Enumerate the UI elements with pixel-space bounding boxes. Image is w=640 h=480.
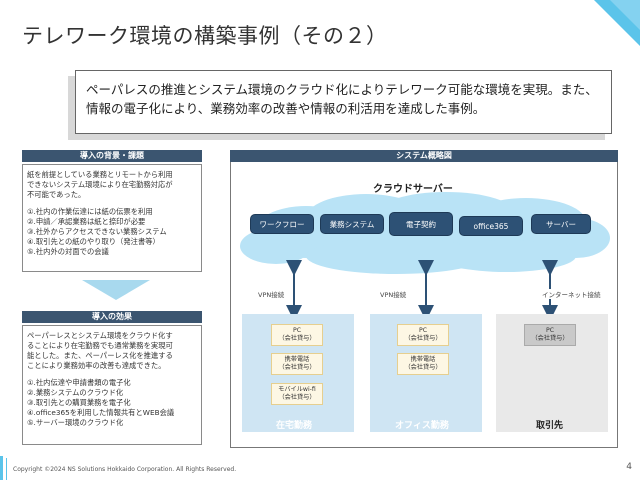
device-note: （会社貸与） xyxy=(278,394,316,401)
page-title: テレワーク環境の構築事例（その２） xyxy=(22,24,388,48)
zone-label-partner: 取引先 xyxy=(536,421,564,431)
effects-item: ⑤.サーバー環境のクラウド化 xyxy=(27,418,124,427)
down-arrow-icon xyxy=(82,280,150,300)
background-item: ①.社内の作業伝達には紙の伝票を利用 xyxy=(27,207,153,216)
device-note: （会社貸与） xyxy=(404,364,442,371)
background-text-1: 紙を前提としている業務とリモートから利用 xyxy=(27,170,173,179)
device-pc: PC （会社貸与） xyxy=(271,324,323,346)
effects-header: 導入の効果 xyxy=(22,311,202,323)
copyright-text: Copyright ©2024 NS Solutions Hokkaido Co… xyxy=(13,466,237,473)
effects-item: ③.取引先との購買業務を電子化 xyxy=(27,398,131,407)
connection-label-vpn-home: VPN接続 xyxy=(258,291,285,299)
effects-text-1: ペーパーレスとシステム環境をクラウド化す xyxy=(27,331,173,340)
effects-text-4: ことにより業務効率の改善も達成できた。 xyxy=(27,361,166,370)
background-text-2: できないシステム環境により在宅勤務対応が xyxy=(27,180,173,189)
device-pc: PC （会社貸与） xyxy=(397,324,449,346)
background-item: ③.社外からアクセスできない業務システム xyxy=(27,227,167,236)
device-note: （会社貸与） xyxy=(278,335,316,342)
background-header: 導入の背景・課題 xyxy=(22,150,202,162)
zone-label-remote: 在宅勤務 xyxy=(276,421,313,431)
cloud-server-title: クラウドサーバー xyxy=(373,184,453,195)
device-name: PC xyxy=(418,327,428,334)
service-business-system: 業務システム xyxy=(320,214,384,234)
background-text-3: 不可能であった。 xyxy=(27,190,86,199)
summary-box: ペーパレスの推進とシステム環境のクラウド化によりテレワーク可能な環境を実現。また… xyxy=(75,70,612,134)
service-e-contract: 電子契約 xyxy=(389,212,453,236)
device-name: 携帯電話 xyxy=(410,356,436,363)
footer-accent-bar xyxy=(0,456,3,480)
service-server: サーバー xyxy=(531,214,591,234)
effects-text-2: ることにより在宅勤務でも通常業務を実現可 xyxy=(27,341,173,350)
zone-label-office: オフィス勤務 xyxy=(395,421,449,431)
device-mobile-phone: 携帯電話 （会社貸与） xyxy=(397,353,449,375)
summary-line-1: ペーパレスの推進とシステム環境のクラウド化によりテレワーク可能な環境を実現。また… xyxy=(86,82,598,97)
effects-text-3: 能とした。また、ペーパーレス化を推進する xyxy=(27,351,173,360)
device-name: モバイルwi-fi xyxy=(278,386,316,393)
system-header: システム概略図 xyxy=(230,150,618,162)
device-mobile-phone: 携帯電話 （会社貸与） xyxy=(271,353,323,375)
device-note: （会社貸与） xyxy=(404,335,442,342)
connection-label-vpn-office: VPN接続 xyxy=(380,291,407,299)
footer-accent-line xyxy=(6,458,7,480)
device-name: 携帯電話 xyxy=(284,356,310,363)
background-item: ②.申請／承認業務は紙と捺印が必要 xyxy=(27,217,146,226)
device-pc: PC （会社貸与） xyxy=(524,324,576,346)
page-number: 4 xyxy=(626,462,632,472)
service-workflow: ワークフロー xyxy=(250,214,314,234)
device-mobile-wifi: モバイルwi-fi （会社貸与） xyxy=(271,383,323,405)
device-note: （会社貸与） xyxy=(531,335,569,342)
device-name: PC xyxy=(292,327,302,334)
device-name: PC xyxy=(545,327,555,334)
effects-item: ④.office365を利用した情報共有とWEB会議 xyxy=(27,408,175,417)
effects-item: ①.社内伝達や申請書類の電子化 xyxy=(27,378,131,387)
device-note: （会社貸与） xyxy=(278,364,316,371)
background-item: ⑤.社内外の対面での会議 xyxy=(27,247,109,256)
summary-line-2: 情報の電子化により、業務効率の改善や情報の利活用を達成した事例。 xyxy=(86,101,486,116)
effects-panel: ペーパーレスとシステム環境をクラウド化す ることにより在宅勤務でも通常業務を実現… xyxy=(22,325,202,445)
corner-decoration-light xyxy=(610,0,640,30)
connection-label-internet: インターネット接続 xyxy=(540,289,603,299)
background-item: ④.取引先との紙のやり取り（発注書等） xyxy=(27,237,160,246)
background-panel: 紙を前提としている業務とリモートから利用 できないシステム環境により在宅勤務対応… xyxy=(22,164,202,272)
service-office365: office365 xyxy=(459,216,523,236)
effects-item: ②.業務システムのクラウド化 xyxy=(27,388,124,397)
